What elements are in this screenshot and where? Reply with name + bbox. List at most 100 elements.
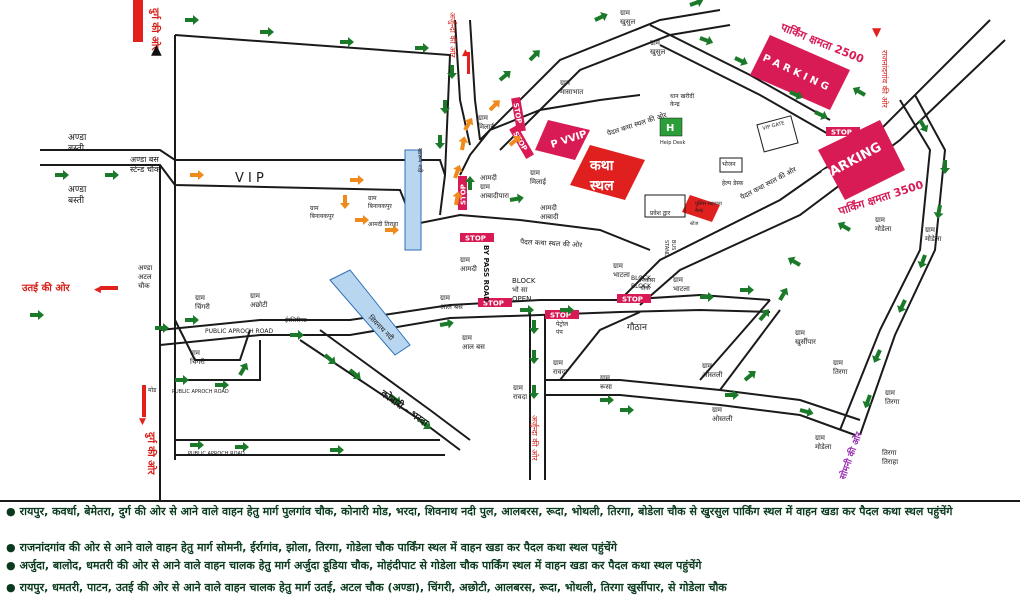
vvip-parking: P VVIP (535, 120, 590, 160)
traffic-arrow (734, 56, 748, 66)
traffic-arrow (814, 110, 828, 120)
place-help-desk: हेल्प डेस्क (722, 179, 744, 187)
traffic-arrow (348, 368, 361, 379)
place-erisheet: ईरशिरीमट (285, 316, 308, 324)
svg-text:STOP: STOP (831, 129, 852, 137)
route-note-4: ●रायपुर, धमतरी, पाटन, उतई की ओर से आने व… (6, 581, 727, 594)
traffic-arrow (529, 385, 539, 399)
traffic-arrow (498, 71, 511, 82)
traffic-arrow (758, 309, 769, 322)
direction-rajnandgaon: राजनांदगांव की ओर (880, 50, 890, 109)
katha-sthal-label: कथा (589, 158, 615, 174)
traffic-arrow (458, 136, 469, 151)
traffic-arrow (799, 407, 814, 417)
traffic-arrow (340, 195, 350, 209)
route-note-2: ●राजनांदगांव की ओर से आने वाले वाहन हेतु… (6, 541, 617, 554)
place-dhan-kharidi-kendra: धान खरीदीकेन्द्र (670, 92, 695, 108)
bhojan-box (719, 157, 743, 173)
stop-sign: STOP (545, 310, 579, 320)
svg-text:STOP: STOP (550, 312, 571, 320)
direction-arjunda-bottom: अर्जुन्दा की ओर (529, 415, 540, 461)
traffic-arrow (452, 191, 463, 206)
traffic-arrow (155, 323, 169, 333)
traffic-arrow (323, 353, 336, 364)
direction-durg-left: दुर्ग की ओर (144, 431, 158, 475)
traffic-arrow (463, 117, 474, 131)
traffic-arrow (235, 442, 249, 452)
place-public-road-2: PUBLIC APROCH ROAD (172, 389, 229, 395)
road-top-left (174, 34, 452, 176)
road-main-middle-2 (159, 308, 771, 346)
place-aamdi-aabadi: आमदीआबादी (540, 203, 559, 221)
traffic-arrow (917, 254, 927, 269)
traffic-arrow (787, 256, 801, 267)
road-lower-left-2 (175, 340, 261, 381)
place-tirga-tiraha: तिरगातिराहा (882, 448, 898, 466)
road-gothan (559, 311, 641, 381)
svg-text:▼: ▼ (872, 25, 882, 39)
traffic-arrow (215, 380, 229, 390)
traffic-arrow (872, 349, 882, 363)
place-bhojan: भोजन (722, 160, 736, 168)
traffic-arrow (520, 305, 534, 315)
traffic-arrow (388, 393, 401, 404)
building-box-2 (644, 194, 686, 218)
road-anda-lower (40, 164, 411, 216)
road-top-parking-2 (499, 24, 731, 151)
place-police-sahayata: पुलिस सहायताकेन्द्र (695, 200, 723, 214)
route-instructions: ●रायपुर, कवर्धा, बेमेतरा, दुर्ग की ओर से… (0, 503, 1020, 600)
place-konari-bhatla: कोनारी - भरदा (377, 386, 431, 429)
stop-sign: STOP (826, 127, 860, 137)
traffic-arrow (529, 320, 539, 334)
road-right-vertical (839, 99, 932, 431)
traffic-arrow (620, 405, 634, 415)
direction-arjunda-top: अर्जुन्दा की ओर (447, 12, 458, 58)
traffic-arrow (700, 292, 714, 302)
road-khursipar (699, 299, 771, 381)
direction-utai: उतई की ओर (21, 281, 71, 294)
traffic-arrow (852, 86, 866, 97)
help-label: Help Desk (660, 140, 686, 146)
traffic-arrow (175, 375, 189, 385)
traffic-arrow (594, 12, 608, 22)
road-bottom-right (545, 379, 861, 421)
place-public-road-1: PUBLIC APROCH ROAD (205, 328, 273, 335)
traffic-arrow (385, 225, 399, 235)
road-arjunda-2 (469, 19, 481, 141)
road-anda (40, 149, 447, 216)
road-bottom-right-2 (545, 394, 856, 436)
traffic-arrow (415, 43, 429, 53)
traffic-arrow (290, 330, 304, 340)
place-anda-basti-bottom: अण्डाबस्ती (68, 185, 87, 206)
place-gothan: गौठान (627, 321, 648, 333)
traffic-arrow (447, 65, 457, 79)
traffic-arrow (508, 136, 521, 147)
traffic-arrow (699, 36, 714, 46)
traffic-arrow (190, 170, 204, 180)
traffic-arrow (350, 175, 364, 185)
traffic-arrow (689, 0, 704, 7)
traffic-arrow (355, 215, 369, 225)
road-right-vertical-2 (859, 94, 947, 436)
place-pravesh-dwar: प्रवेश द्वार (650, 209, 671, 217)
traffic-arrow (330, 445, 344, 455)
place-bus-stand-small: BUSSTAND (663, 240, 676, 257)
traffic-arrow (439, 318, 454, 329)
traffic-arrow (560, 305, 574, 315)
